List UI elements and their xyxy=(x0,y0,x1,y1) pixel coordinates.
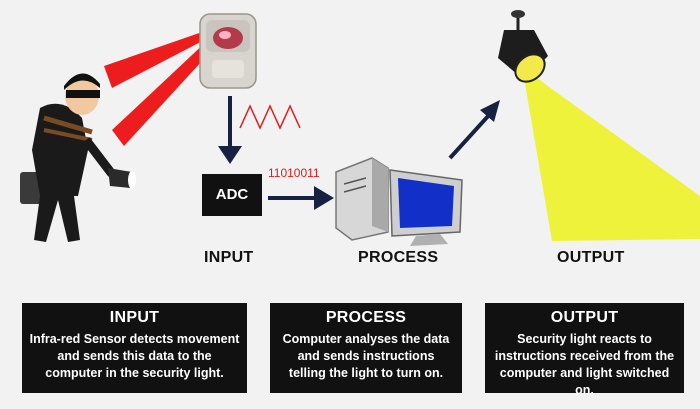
input-box-title: INPUT xyxy=(109,309,160,326)
security-light-icon xyxy=(498,10,548,83)
process-box-text: Computer analyses the data and sends ins… xyxy=(270,331,462,382)
process-box-line: and sends instructions xyxy=(297,349,435,363)
security-light-beam xyxy=(522,66,700,241)
output-box-text: Security light reacts to instructions re… xyxy=(485,331,684,399)
adc-box xyxy=(202,174,262,216)
computer-icon xyxy=(335,157,463,246)
input-box-line: Infra-red Sensor detects movement xyxy=(29,332,240,346)
input-box-text: Infra-red Sensor detects movement and se… xyxy=(22,331,247,382)
input-box-line: and sends this data to the xyxy=(57,349,212,363)
burglar-icon xyxy=(20,73,136,242)
adc-label: ADC xyxy=(215,186,249,203)
infrared-beam-lower xyxy=(112,40,214,146)
output-box-line: computer and light switched on. xyxy=(499,366,670,397)
stage-label-output: OUTPUT xyxy=(557,249,625,266)
binary-data-label: 11010011 xyxy=(268,166,320,180)
analogue-signal-wave xyxy=(239,104,301,130)
output-description-box: OUTPUT Security light reacts to instruct… xyxy=(485,303,684,397)
input-description-box: INPUT Infra-red Sensor detects movement … xyxy=(22,303,247,393)
process-box-title: PROCESS xyxy=(325,309,407,326)
stage-label-process: PROCESS xyxy=(358,249,439,266)
stage-label-input: INPUT xyxy=(204,249,254,266)
process-description-box: PROCESS Computer analyses the data and s… xyxy=(270,303,462,393)
infrared-beam-upper xyxy=(104,30,212,88)
output-box-line: instructions received from the xyxy=(494,349,675,363)
output-box-line: Security light reacts to xyxy=(517,332,652,346)
output-box-title: OUTPUT xyxy=(550,309,619,326)
process-box-line: Computer analyses the data xyxy=(282,332,450,346)
process-box-line: telling the light to turn on. xyxy=(288,366,444,380)
infrared-sensor-icon xyxy=(199,13,257,89)
input-box-line: computer in the security light. xyxy=(45,366,224,380)
